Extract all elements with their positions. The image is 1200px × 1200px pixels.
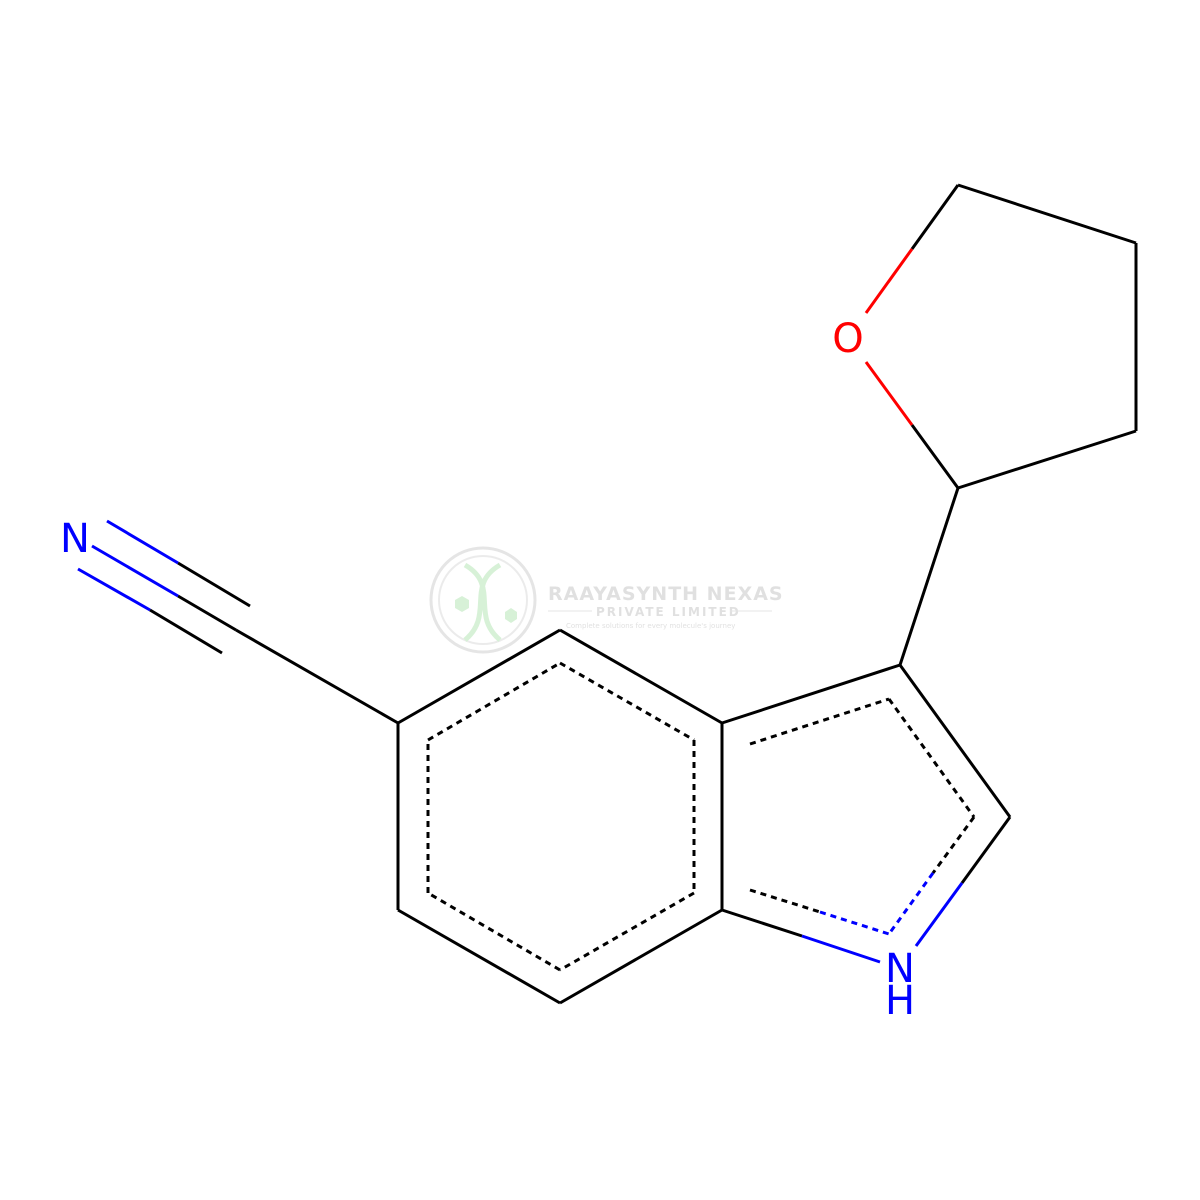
arom-c7a-n1-black — [749, 888, 821, 914]
bond-c7-c6 — [397, 908, 561, 1005]
atom-labels: N O N H — [60, 316, 915, 1024]
bond-c3-c2 — [898, 664, 1012, 818]
bond-nitrile-lower-black — [149, 608, 223, 655]
bond-nitrile-lower-blue — [77, 567, 151, 612]
bond-thf-c5-o-red — [864, 248, 914, 314]
arom-c7a-n1-blue — [819, 910, 890, 936]
bond-c7a-n1-blue — [801, 934, 881, 964]
bond-thf-o-c2-black — [910, 424, 960, 489]
atom-label-indole-n: N — [885, 946, 915, 992]
arom-c4-c3a — [559, 661, 695, 742]
bond-c2-n1-blue — [914, 882, 964, 947]
watermark: RAAYASYNTH NEXAS PRIVATE LIMITED Complet… — [429, 546, 784, 654]
watermark-logo-ring — [429, 546, 537, 654]
bond-c5-cnitrile — [235, 628, 399, 725]
arom-c7-c6 — [427, 891, 561, 972]
bond-c3a-c3 — [721, 663, 901, 725]
bond-c3-thf — [898, 487, 960, 666]
bond-nitrile-center-black — [177, 594, 237, 632]
atom-label-oxygen: O — [832, 316, 863, 362]
atom-label-nitrile-n: N — [60, 516, 90, 562]
bond-thf-c4-c5 — [957, 183, 1137, 245]
arom-c3-c2 — [887, 698, 976, 818]
bonds — [77, 183, 1138, 1005]
pyrrole-aromatic-inner — [749, 697, 976, 936]
bond-nitrile-upper-black — [177, 561, 251, 608]
bond-thf-c5-o-black — [910, 184, 960, 250]
atom-label-indole-h: H — [885, 978, 915, 1024]
bond-thf-o-c2-red — [864, 361, 914, 426]
watermark-title: RAAYASYNTH NEXAS — [548, 583, 784, 605]
watermark-tagline: Complete solutions for every molecule's … — [566, 622, 735, 630]
bond-nitrile-upper-blue — [106, 519, 179, 565]
arom-c2-n1-blue — [887, 872, 935, 935]
bond-thf-c2-c3 — [957, 429, 1137, 490]
arom-c5-c4 — [427, 661, 561, 742]
arom-c2-n1-black — [931, 816, 976, 874]
watermark-hexagon-icon-2 — [505, 608, 517, 623]
watermark-hexagon-icon — [455, 596, 469, 612]
bond-c5-c4 — [397, 628, 561, 725]
bond-c7a-c7 — [559, 908, 723, 1005]
arom-c7a-c7 — [559, 891, 695, 972]
bond-nitrile-center-blue — [91, 544, 179, 598]
benzene-aromatic-inner — [426, 661, 696, 972]
watermark-subtitle: PRIVATE LIMITED — [596, 605, 741, 619]
bond-c7a-n1-black — [721, 908, 803, 938]
bond-c2-n1-black — [960, 816, 1012, 884]
arom-c3a-c3 — [749, 697, 890, 746]
bond-c4-c3a — [559, 628, 723, 725]
watermark-dna-icon — [463, 562, 502, 642]
watermark-logo-inner-ring — [438, 555, 528, 645]
